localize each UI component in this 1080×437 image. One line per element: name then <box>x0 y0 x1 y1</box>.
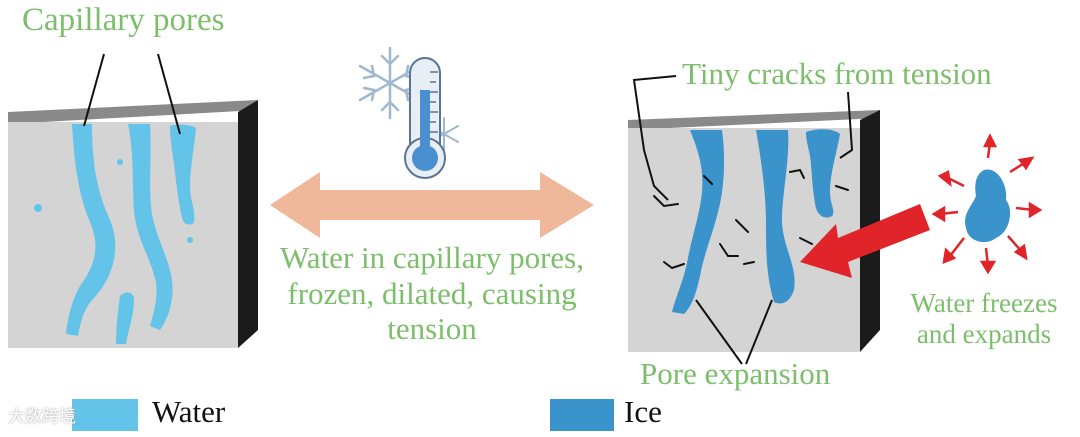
capillary-pores-label: Capillary pores <box>22 4 225 37</box>
snowflake-thermometer-icon <box>360 48 458 178</box>
legend-water-label: Water <box>152 396 225 427</box>
left-water-droplet-2 <box>117 159 123 165</box>
watermark: 大数跨境 <box>8 402 76 427</box>
tiny-cracks-label: Tiny cracks from tension <box>682 58 992 89</box>
thermometer-icon <box>405 58 445 178</box>
left-block-top <box>8 100 258 124</box>
ice-particle-burst <box>934 136 1040 272</box>
right-concrete-block <box>628 110 880 352</box>
left-block-side <box>238 100 258 348</box>
double-headed-arrow <box>270 172 594 238</box>
water-freezes-label: Water freezes and expands <box>888 288 1080 350</box>
pore-expansion-label: Pore expansion <box>640 358 830 389</box>
legend-ice-label: Ice <box>624 396 662 427</box>
left-water-droplet-1 <box>34 204 42 212</box>
ice-particle <box>965 169 1010 242</box>
legend-water-swatch <box>72 399 138 431</box>
legend-ice-swatch <box>550 399 614 431</box>
water-in-capillary-label: Water in capillary pores, frozen, dilate… <box>262 240 602 347</box>
right-block-top <box>628 110 880 130</box>
left-concrete-block <box>8 100 258 348</box>
left-water-droplet-3 <box>187 237 193 243</box>
